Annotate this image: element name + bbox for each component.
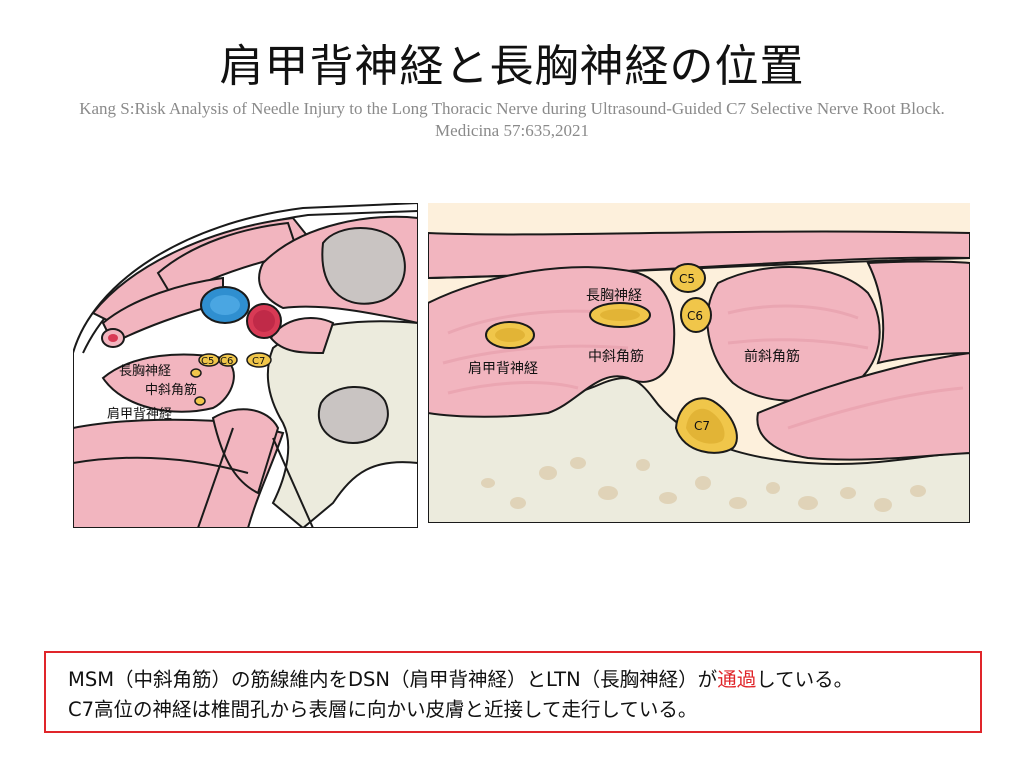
citation-line-1: Kang S:Risk Analysis of Needle Injury to…: [79, 99, 945, 118]
label-c6-left: C6: [220, 356, 233, 367]
nerve-dsn-left: [194, 396, 206, 406]
scalene-closeup-illustration: C5 C6 C7 長胸神経 中斜角筋 肩甲背神経 前斜角筋: [428, 203, 970, 523]
label-msm-left: 中斜角筋: [145, 382, 197, 398]
nerve-c6-left: [218, 353, 238, 367]
label-c7-left: C7: [252, 356, 265, 367]
bone-texture: [481, 457, 926, 512]
label-ltn-right: 長胸神経: [586, 288, 642, 304]
note-highlight: 通過: [717, 668, 757, 691]
citation: Kang S:Risk Analysis of Needle Injury to…: [0, 98, 1024, 142]
anterior-scalene: [269, 317, 335, 355]
note-line-1-text: MSM（中斜角筋）の筋線維内をDSN（肩甲背神経）とLTN（長胸神経）が: [68, 668, 718, 691]
label-c6-right: C6: [687, 309, 703, 323]
label-dsn-right: 肩甲背神経: [468, 361, 538, 377]
nerve-c5: [670, 263, 706, 293]
neck-cross-section-illustration: C5 C6 C7 長胸神経 中斜角筋 肩甲背神経: [73, 203, 418, 528]
label-ltn-left: 長胸神経: [119, 364, 171, 379]
label-msm-right: 中斜角筋: [588, 348, 644, 365]
nerve-c6: [680, 297, 712, 333]
note-line-2: C7高位の神経は椎間孔から表層に向かい皮膚と近接して走行している。: [68, 698, 698, 721]
note-line-1-end: している。: [756, 668, 854, 691]
label-dsn-left: 肩甲背神経: [107, 406, 172, 422]
nerve-ltn-left: [190, 368, 202, 378]
vertebral-body-upper: [321, 227, 406, 305]
nerve-c7-left: [246, 352, 272, 368]
label-c7-right: C7: [694, 419, 710, 433]
summary-note: MSM（中斜角筋）の筋線維内をDSN（肩甲背神経）とLTN（長胸神経）が通過して…: [44, 651, 982, 733]
note-line-1: MSM（中斜角筋）の筋線維内をDSN（肩甲背神経）とLTN（長胸神経）が通過して…: [68, 665, 964, 695]
citation-line-2: Medicina 57:635,2021: [435, 121, 589, 140]
label-c5-left: C5: [201, 356, 214, 367]
vertebral-body-lower: [317, 386, 389, 445]
label-c5-right: C5: [679, 272, 695, 286]
page-title: 肩甲背神経と長胸神経の位置: [219, 41, 805, 92]
label-asm-right: 前斜角筋: [744, 348, 800, 365]
